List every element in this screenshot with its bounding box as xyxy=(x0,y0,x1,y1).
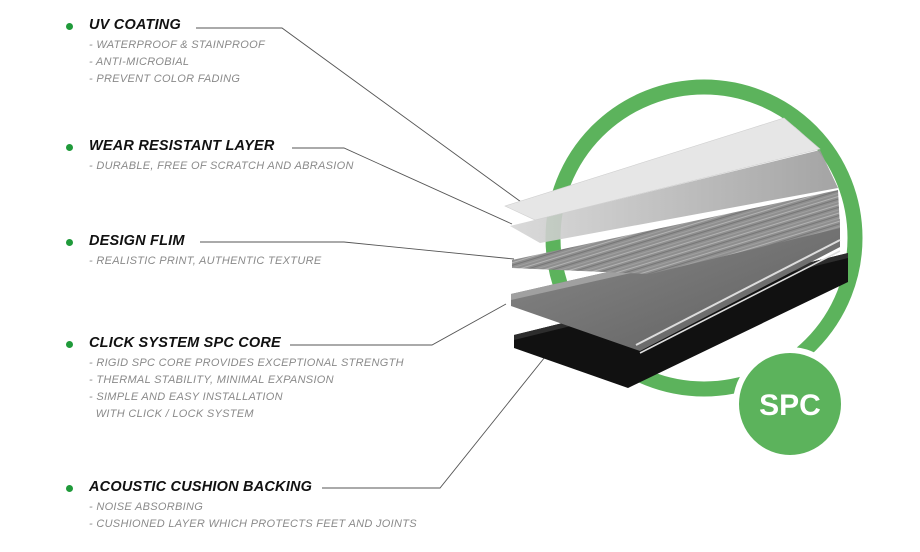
leader-line-design xyxy=(200,241,515,260)
layer-desc: - PREVENT COLOR FADING xyxy=(89,73,241,85)
spc-badge xyxy=(733,347,847,461)
layer-title: DESIGN FLIM xyxy=(89,233,185,249)
leader-line-core xyxy=(290,303,507,346)
bullet-icon xyxy=(66,239,73,246)
layer-desc: WITH CLICK / LOCK SYSTEM xyxy=(89,408,254,420)
layer-desc: - THERMAL STABILITY, MINIMAL EXPANSION xyxy=(89,374,334,386)
leader-line-wear xyxy=(292,147,513,225)
leader-line-backing xyxy=(322,351,550,489)
layer-desc: - SIMPLE AND EASY INSTALLATION xyxy=(89,391,283,403)
layer-desc: - NOISE ABSORBING xyxy=(89,501,204,513)
layer-title: UV COATING xyxy=(89,17,181,33)
leader-lines xyxy=(196,27,550,489)
layer-desc: - RIGID SPC CORE PROVIDES EXCEPTIONAL ST… xyxy=(89,357,404,369)
bullet-icon xyxy=(66,485,73,492)
layer-desc: - WATERPROOF & STAINPROOF xyxy=(89,39,265,51)
layer-desc: - ANTI-MICROBIAL xyxy=(89,56,190,68)
bullet-icon xyxy=(66,144,73,151)
layer-desc: - DURABLE, FREE OF SCRATCH AND ABRASION xyxy=(89,160,354,172)
uv-coating-layer xyxy=(504,117,821,221)
layer-title: ACOUSTIC CUSHION BACKING xyxy=(89,479,313,495)
layer-desc: - REALISTIC PRINT, AUTHENTIC TEXTURE xyxy=(89,255,322,267)
layer-title: WEAR RESISTANT LAYER xyxy=(89,138,275,154)
layer-title: CLICK SYSTEM SPC CORE xyxy=(89,335,281,351)
leader-line-uv xyxy=(196,27,529,208)
bullet-icon xyxy=(66,341,73,348)
wear-resistant-layer xyxy=(510,150,838,243)
bullet-icon xyxy=(66,23,73,30)
spc-badge-label: SPC xyxy=(759,389,821,422)
design-film-layer xyxy=(512,190,840,274)
layer-desc: - CUSHIONED LAYER WHICH PROTECTS FEET AN… xyxy=(89,518,417,530)
